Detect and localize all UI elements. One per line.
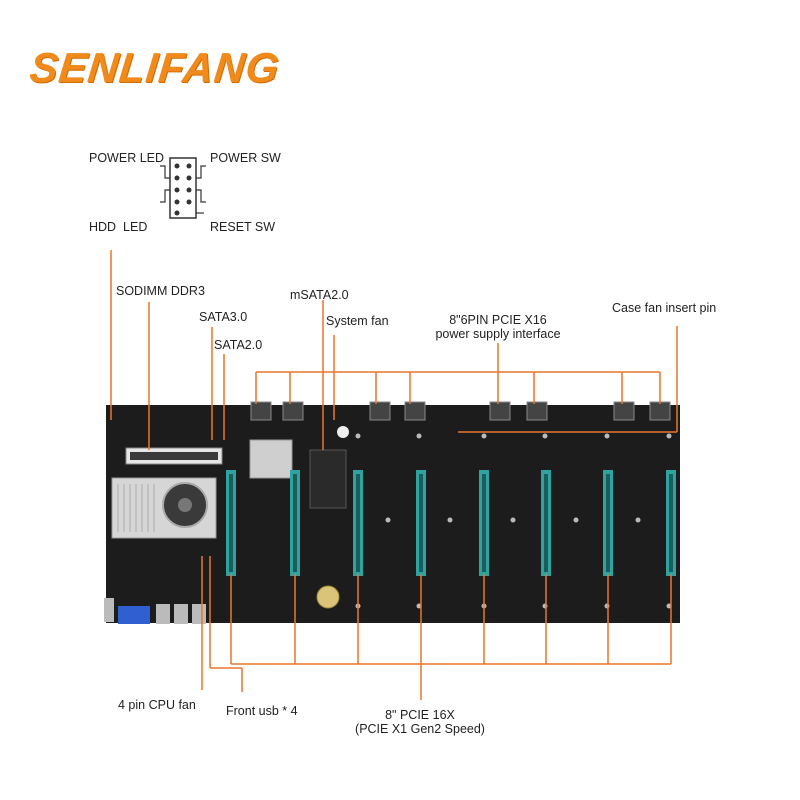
label-pcie-slots-line2: (PCIE X1 Gen2 Speed)	[355, 722, 485, 736]
label-case-fan: Case fan insert pin	[612, 301, 717, 315]
label-system-fan: System fan	[326, 314, 389, 328]
pcie-slots	[226, 470, 676, 576]
msata-slot	[309, 449, 347, 509]
brand-logo: SENLIFANG	[27, 44, 282, 91]
label-power-sw: POWER SW	[210, 151, 281, 165]
label-power-led: POWER LED	[89, 151, 165, 165]
label-pcie-power-line1: 8"6PIN PCIE X16	[449, 313, 547, 327]
label-hdd-led: HDD LED	[89, 220, 148, 234]
label-msata: mSATA2.0	[290, 288, 349, 302]
cmos-battery	[316, 585, 340, 609]
vga-port	[118, 606, 150, 624]
usb-ports	[156, 604, 170, 624]
label-pcie-power-line2: power supply interface	[435, 327, 561, 341]
label-sata3: SATA3.0	[199, 310, 248, 324]
pcie-power-connectors	[250, 401, 671, 421]
front-panel-header-icon	[160, 157, 206, 219]
label-sata2: SATA2.0	[214, 338, 263, 352]
leader-lines	[110, 250, 678, 700]
label-pcie-slots: 8" PCIE 16X (PCIE X1 Gen2 Speed)	[340, 708, 500, 736]
label-sodimm: SODIMM DDR3	[116, 284, 205, 298]
label-pcie-slots-line1: 8" PCIE 16X	[385, 708, 455, 722]
label-cpu-fan: 4 pin CPU fan	[118, 698, 196, 712]
label-reset-sw: RESET SW	[210, 220, 276, 234]
label-front-usb: Front usb * 4	[226, 704, 298, 718]
label-pcie-power: 8"6PIN PCIE X16 power supply interface	[418, 313, 578, 341]
chipset-heatsink	[249, 439, 293, 479]
